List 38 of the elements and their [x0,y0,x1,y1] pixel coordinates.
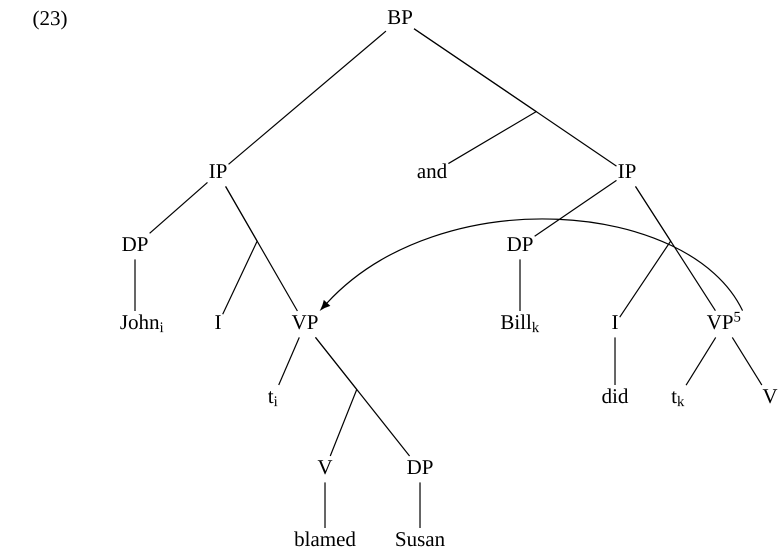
tree-label: DP [122,237,148,252]
tree-label: and [418,163,447,178]
tree-branch [534,180,617,237]
tree-label: did [602,388,628,404]
tree-label: blamed [294,531,356,546]
tree-label: t$_{i}$ [268,391,278,406]
tree-label: t$_{k}$ [671,391,684,406]
tree-label: V [318,460,332,474]
tree-label: Susan [396,532,445,546]
tree-branch [414,28,617,167]
tree-label: I [215,315,221,329]
tree-label: John$_{i}$ [120,314,164,332]
tree-label: BP [388,10,412,24]
tree-branch [324,482,326,528]
tree-branch [278,337,300,386]
tree-branch [519,259,521,311]
tree-branch [414,28,538,164]
example-number: (23) [33,10,67,30]
tree-label: IP [618,164,636,178]
tree-branch [149,182,208,234]
tree-label: I [612,315,618,329]
movement-arrow [320,218,744,311]
tree-label: DP [407,460,433,474]
tree-branch [732,337,762,386]
tree-branch [614,337,616,385]
tree-label: V [762,389,778,404]
tree-branch [686,337,716,386]
tree-branch [134,259,136,311]
tree-label: VP [292,315,318,330]
tree-branch [228,30,386,165]
tree-branch [315,337,410,456]
tree-label: IP [209,164,226,178]
tree-branch [634,186,716,311]
tree-label: VP$^{5}$ [706,312,740,330]
tree-branch [419,482,421,528]
tree-label: DP [507,237,533,252]
tree-branch [225,186,298,312]
tree-label: Bill$_{k}$ [500,314,540,332]
